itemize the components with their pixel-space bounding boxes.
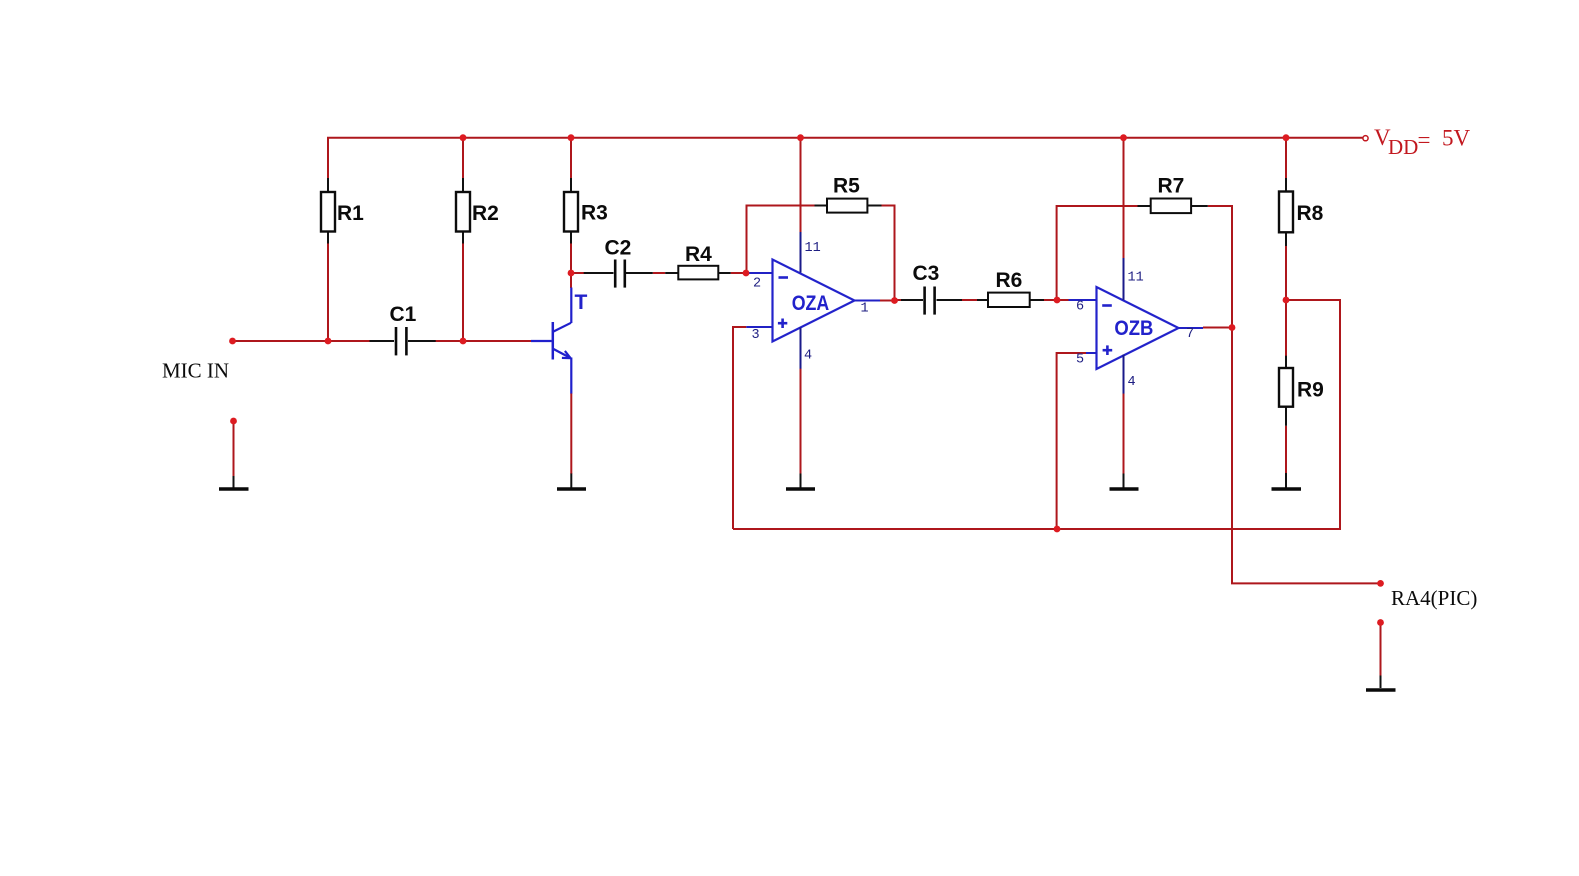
svg-text:4: 4 <box>804 349 812 364</box>
svg-text:R4: R4 <box>685 243 712 266</box>
svg-text:R8: R8 <box>1297 202 1324 225</box>
svg-text:MIC IN: MIC IN <box>162 359 229 383</box>
svg-text:6: 6 <box>1076 300 1084 315</box>
svg-text:=: = <box>1418 128 1431 153</box>
svg-text:4: 4 <box>1128 375 1136 390</box>
svg-text:C1: C1 <box>390 303 417 326</box>
svg-text:RA4(PIC): RA4(PIC) <box>1391 586 1477 610</box>
svg-text:C3: C3 <box>913 262 940 285</box>
svg-text:1: 1 <box>861 302 869 317</box>
svg-text:11: 11 <box>1128 271 1144 286</box>
svg-text:R5: R5 <box>833 175 860 198</box>
svg-text:V: V <box>1374 125 1391 150</box>
svg-text:R2: R2 <box>472 202 499 225</box>
svg-text:C2: C2 <box>605 237 632 260</box>
svg-text:OZB: OZB <box>1114 317 1153 340</box>
svg-text:R3: R3 <box>581 202 608 225</box>
svg-text:7: 7 <box>1186 327 1194 342</box>
svg-text:R1: R1 <box>337 202 364 225</box>
svg-text:11: 11 <box>805 241 821 256</box>
svg-text:OZA: OZA <box>792 292 830 315</box>
svg-text:5V: 5V <box>1442 125 1471 150</box>
svg-text:T: T <box>575 291 588 314</box>
svg-text:DD: DD <box>1388 135 1418 159</box>
svg-text:R6: R6 <box>996 269 1023 292</box>
svg-text:3: 3 <box>752 328 760 343</box>
svg-text:2: 2 <box>753 277 761 292</box>
svg-text:R9: R9 <box>1297 379 1324 402</box>
svg-text:5: 5 <box>1076 353 1084 368</box>
svg-text:R7: R7 <box>1158 175 1185 198</box>
